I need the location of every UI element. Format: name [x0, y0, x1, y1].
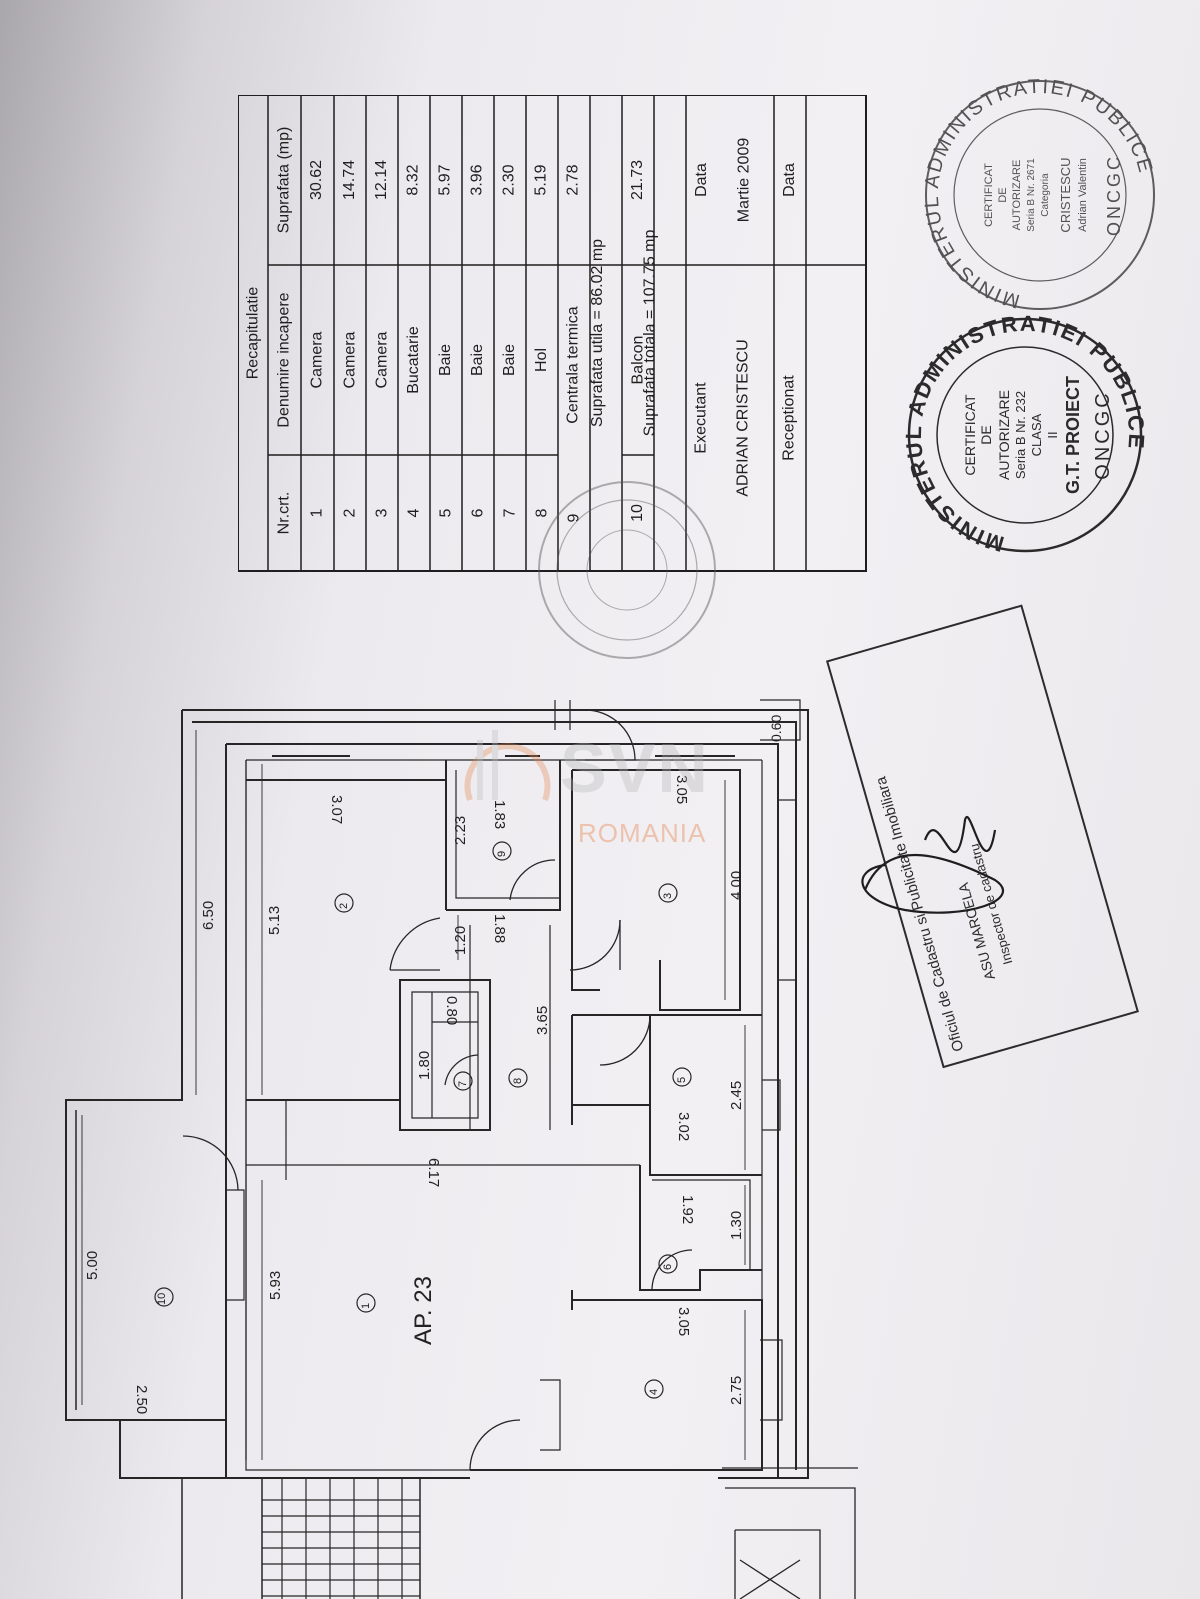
row-nr: 3	[373, 508, 390, 518]
svg-text:Categoria: Categoria	[1040, 173, 1051, 217]
recap-table: Recapitulatie Suprafata (mp) Denumire in…	[238, 95, 868, 573]
room-number: 8	[512, 1077, 524, 1084]
date-value: Martie 2009	[735, 137, 752, 223]
svg-text:AUTORIZARE: AUTORIZARE	[996, 390, 1012, 480]
row-name: Camera	[373, 331, 390, 389]
stamp-cristescu: MINISTERUL ADMINISTRATIEI PUBLICE CERTIF…	[921, 76, 1157, 312]
dimension-label: 0.60	[768, 714, 784, 742]
recap-title: Recapitulatie	[244, 286, 261, 380]
executant-name: ADRIAN CRISTESCU	[735, 339, 753, 497]
row-area: 30.62	[308, 159, 326, 201]
svg-text:Seria B Nr. 232: Seria B Nr. 232	[1013, 391, 1028, 479]
dimension-label: 1.30	[728, 1210, 745, 1240]
row-area: 3.96	[468, 164, 486, 196]
dimension-label: 2.50	[133, 1385, 150, 1415]
svg-text:Seria B Nr. 2671: Seria B Nr. 2671	[1026, 158, 1037, 232]
dimension-label: 2.23	[452, 815, 469, 845]
dimension-label: 1.80	[416, 1050, 433, 1080]
watermark-sub: ROMANIA	[578, 818, 707, 848]
header-area: Suprafata (mp)	[275, 126, 293, 234]
row-area: 12.14	[373, 159, 391, 201]
row-area: 2.30	[500, 164, 518, 196]
row-name: Camera	[308, 331, 326, 389]
header-name: Denumire incapere	[275, 292, 293, 428]
svg-text:CLASA: CLASA	[1029, 413, 1044, 456]
dimension-label: 3.07	[328, 795, 345, 825]
row-nr: 7	[501, 508, 518, 518]
dimension-label: 1.20	[452, 925, 469, 955]
dimension-label: 4.00	[728, 870, 745, 900]
signature	[861, 816, 1004, 914]
room-number: 1	[360, 1302, 372, 1309]
row-area: 14.74	[341, 159, 359, 201]
receptionat-label: Receptionat	[781, 375, 799, 461]
dimension-label: 1.83	[491, 800, 508, 830]
watermark-brand: SVN	[560, 729, 710, 807]
date-label-2: Data	[781, 163, 799, 197]
row-area: 5.19	[532, 164, 550, 196]
room-number: 4	[648, 1388, 660, 1395]
room-number: 6	[662, 1263, 674, 1270]
svg-text:CRISTESCU: CRISTESCU	[1058, 157, 1073, 232]
recap-grid	[238, 95, 867, 572]
svg-text:CERTIFICAT: CERTIFICAT	[983, 163, 995, 227]
svg-text:DE: DE	[978, 425, 994, 444]
row-name: Baie	[469, 343, 486, 377]
row-name: Camera	[341, 331, 358, 389]
row-nr: 6	[469, 508, 486, 518]
room-number: 5	[676, 1076, 688, 1083]
dimension-label: 3.05	[675, 1307, 692, 1337]
dimension-label: 1.88	[491, 914, 508, 944]
room-number: 10	[156, 1292, 168, 1305]
room-number: 7	[457, 1080, 469, 1087]
row-name: Baie	[437, 343, 454, 377]
row-area: 5.97	[436, 164, 454, 196]
svg-text:ONCGC: ONCGC	[1092, 390, 1114, 479]
apartment-label: AP. 23	[410, 1276, 437, 1345]
row-area: 2.78	[564, 164, 582, 196]
header-nr: Nr.crt.	[275, 491, 293, 535]
row-name: Bucatarie	[405, 326, 422, 394]
dimension-label: 0.80	[443, 996, 460, 1026]
row-name: Centrala termica	[565, 306, 582, 424]
room-markers	[154, 841, 692, 1399]
room-number: 9	[496, 850, 508, 857]
room-number: 2	[338, 902, 350, 909]
dimension-label: 5.00	[84, 1250, 101, 1280]
stamp-gt-proiect: MINISTERUL ADMINISTRATIEI PUBLICE CERTIF…	[905, 315, 1145, 555]
svg-text:DE: DE	[997, 187, 1009, 202]
dimension-label: 1.92	[679, 1195, 696, 1225]
dimension-label: 6.17	[425, 1158, 442, 1188]
row-name: Baie	[501, 343, 518, 377]
dimension-label: 3.65	[534, 1005, 551, 1035]
room-number: 3	[662, 892, 674, 899]
dimension-label: 3.02	[675, 1112, 692, 1142]
svg-text:II: II	[1045, 431, 1060, 438]
stamp-cadastru-faint	[538, 481, 716, 659]
row-nr: 4	[405, 508, 422, 518]
svg-text:AUTORIZARE: AUTORIZARE	[1011, 160, 1023, 231]
row-name: Hol	[532, 347, 550, 373]
dimension-label: 5.93	[267, 1270, 284, 1300]
svg-text:G.T. PROIECT: G.T. PROIECT	[1063, 376, 1083, 494]
svg-text:CERTIFICAT: CERTIFICAT	[962, 394, 978, 476]
row-nr: 1	[308, 508, 326, 518]
dimension-label: 2.45	[728, 1080, 745, 1110]
row-nr: 2	[341, 508, 358, 518]
row-nr: 5	[437, 508, 454, 518]
row-area: 8.32	[404, 164, 422, 196]
date-label: Data	[693, 163, 711, 197]
svg-text:ONCGC: ONCGC	[1104, 154, 1124, 236]
dimension-label: 5.13	[266, 905, 283, 935]
dimension-label: 6.50	[200, 900, 217, 930]
svg-text:Adrian Valentin: Adrian Valentin	[1077, 158, 1089, 232]
watermark-logo	[464, 730, 551, 802]
dimension-label: 2.75	[728, 1375, 745, 1405]
